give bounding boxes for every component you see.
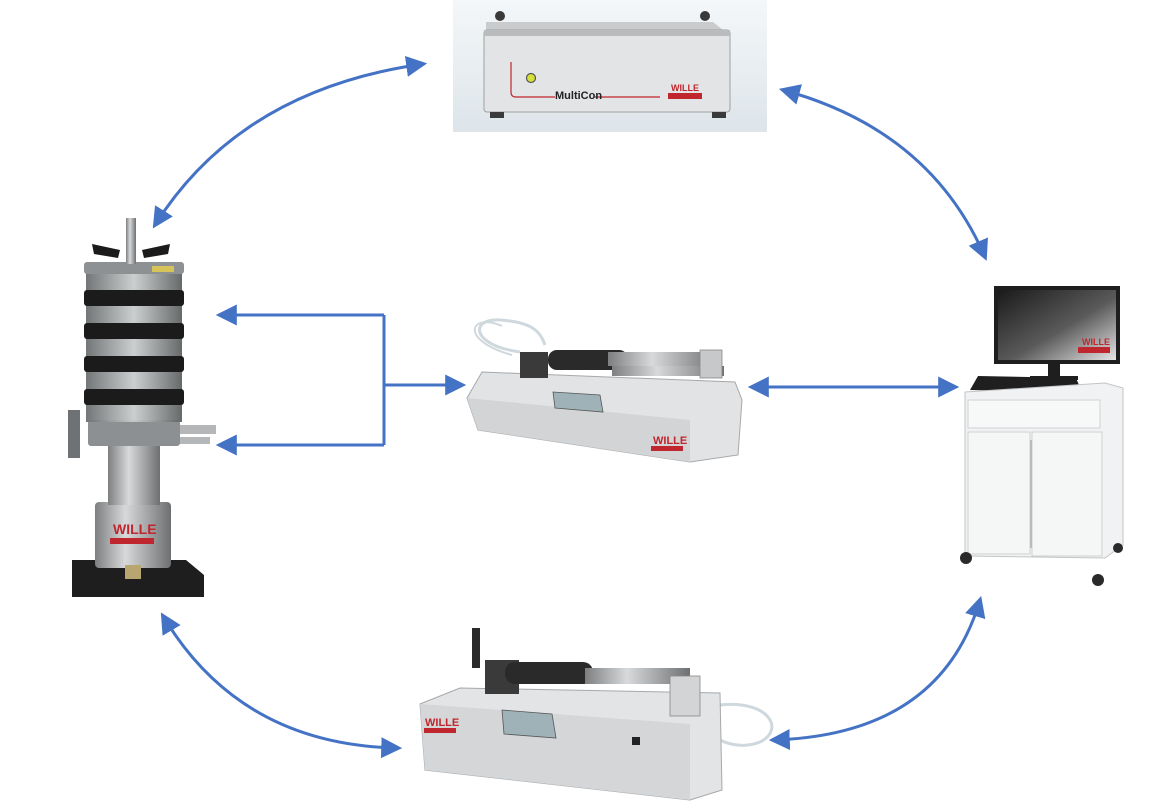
screen-brand-logo: WILLE (1082, 337, 1110, 347)
computer-workstation: WILLE (960, 286, 1124, 586)
pump-bottom-bellows (505, 662, 593, 684)
arrow-cell-controller (152, 55, 428, 229)
multicon-controller: MultiCon WILLE (453, 0, 767, 132)
cell-strap (84, 323, 184, 339)
cabinet-door (967, 431, 1031, 555)
controller-foot (495, 11, 505, 21)
controller-foot (490, 112, 504, 118)
cabinet-door (1031, 431, 1103, 557)
pump-top-brand-logo: WILLE (653, 435, 687, 447)
pump-tube (478, 318, 547, 354)
controller-label: MultiCon (555, 90, 602, 102)
cell-piston-rod (126, 218, 136, 264)
cell-valve (125, 565, 141, 579)
arrow-controller-computer (778, 84, 988, 261)
cell-side-sensor (68, 410, 80, 458)
pump-bottom-cylinder (585, 668, 690, 684)
keyboard-drawer (967, 399, 1101, 429)
cell-lower-housing (95, 502, 171, 568)
controller-brand-logo: WILLE (668, 83, 702, 99)
controller-front-panel (483, 29, 731, 113)
monitor-stand (1048, 364, 1060, 378)
cabinet-wheel (1113, 543, 1123, 553)
pump-top-motor (520, 352, 548, 378)
cell-strap (84, 290, 184, 306)
pump-bottom-brand-logo: WILLE (425, 717, 459, 729)
controller-foot (700, 11, 710, 21)
pump-tube (719, 702, 774, 747)
cell-strap (84, 356, 184, 372)
connections (152, 55, 988, 759)
pressure-pump-bottom: WILLE (419, 628, 774, 801)
pressure-pump-top: WILLE (466, 318, 743, 463)
triaxial-cell: WILLE (68, 218, 216, 597)
power-led-icon (525, 72, 537, 84)
cabinet-wheel (960, 552, 972, 564)
svg-text:WILLE: WILLE (671, 83, 699, 93)
pump-top-display (552, 391, 604, 413)
arrow-pump-bottom-computer (768, 595, 986, 750)
controller-foot (712, 112, 726, 118)
arrow-cell-pump-bottom (160, 612, 403, 759)
cell-handle (142, 244, 170, 258)
cell-brand-logo: WILLE (113, 521, 157, 537)
pump-bottom-display (501, 709, 557, 739)
cell-bottom-ring (88, 420, 180, 446)
cell-fitting (180, 437, 210, 444)
cell-column (108, 445, 160, 505)
cell-fitting (180, 425, 216, 434)
pump-top-cylinder (608, 352, 718, 366)
cell-strap (84, 389, 184, 405)
cabinet-wheel (1092, 574, 1104, 586)
cell-handle (92, 244, 120, 258)
